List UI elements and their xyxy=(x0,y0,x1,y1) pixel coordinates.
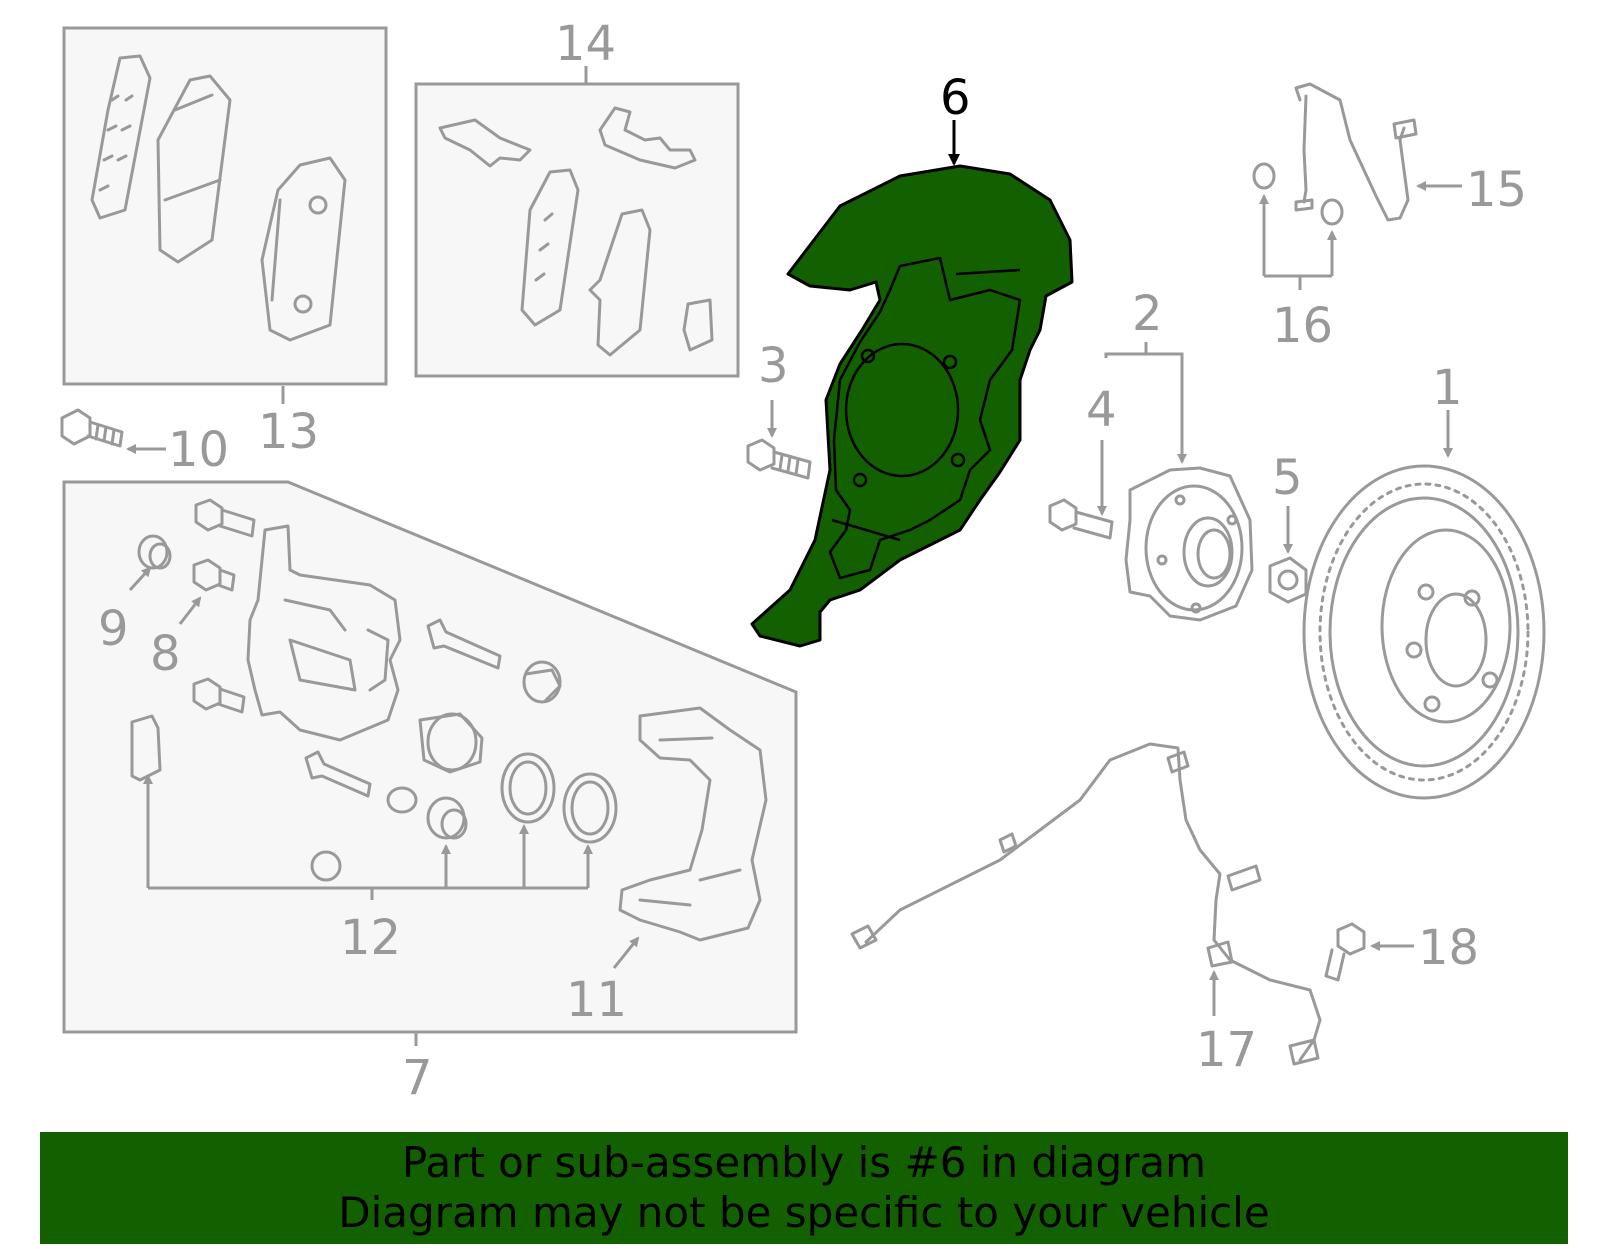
bolt-3 xyxy=(746,438,812,480)
brake-rotor-1 xyxy=(1302,464,1546,800)
caliper-parts xyxy=(130,498,768,942)
callout-4: 4 xyxy=(1086,382,1117,438)
bolt-18 xyxy=(1324,922,1366,982)
callout-17: 17 xyxy=(1196,1022,1257,1078)
callout-2: 2 xyxy=(1132,286,1163,342)
callout-11: 11 xyxy=(566,972,627,1028)
callout-13: 13 xyxy=(258,404,319,460)
abs-sensor-harness-17 xyxy=(850,742,1322,1066)
callout-12: 12 xyxy=(340,910,401,966)
dust-shield-6 xyxy=(750,164,1074,648)
callout-6: 6 xyxy=(940,70,971,126)
bolt-4 xyxy=(1048,498,1114,540)
nut-5 xyxy=(1268,556,1308,604)
callout-18: 18 xyxy=(1418,920,1479,976)
callout-5: 5 xyxy=(1272,450,1303,506)
callout-1: 1 xyxy=(1432,360,1463,416)
brake-hose-15 xyxy=(1252,82,1418,226)
callout-7: 7 xyxy=(402,1050,433,1106)
callout-10: 10 xyxy=(168,422,229,478)
callout-8: 8 xyxy=(150,626,181,682)
bolt-10 xyxy=(60,408,124,448)
hub-bearing-2 xyxy=(1124,466,1254,622)
callout-16: 16 xyxy=(1272,298,1333,354)
callout-14: 14 xyxy=(555,16,616,72)
pad-kit-box xyxy=(62,26,388,386)
callout-3: 3 xyxy=(758,338,789,394)
banner-line-1: Part or sub-assembly is #6 in diagram xyxy=(401,1138,1207,1187)
hardware-kit-box xyxy=(414,82,740,378)
callout-15: 15 xyxy=(1466,162,1527,218)
info-banner: Part or sub-assembly is #6 in diagram Di… xyxy=(40,1132,1568,1244)
callout-9: 9 xyxy=(98,601,129,657)
banner-line-2: Diagram may not be specific to your vehi… xyxy=(338,1188,1270,1237)
